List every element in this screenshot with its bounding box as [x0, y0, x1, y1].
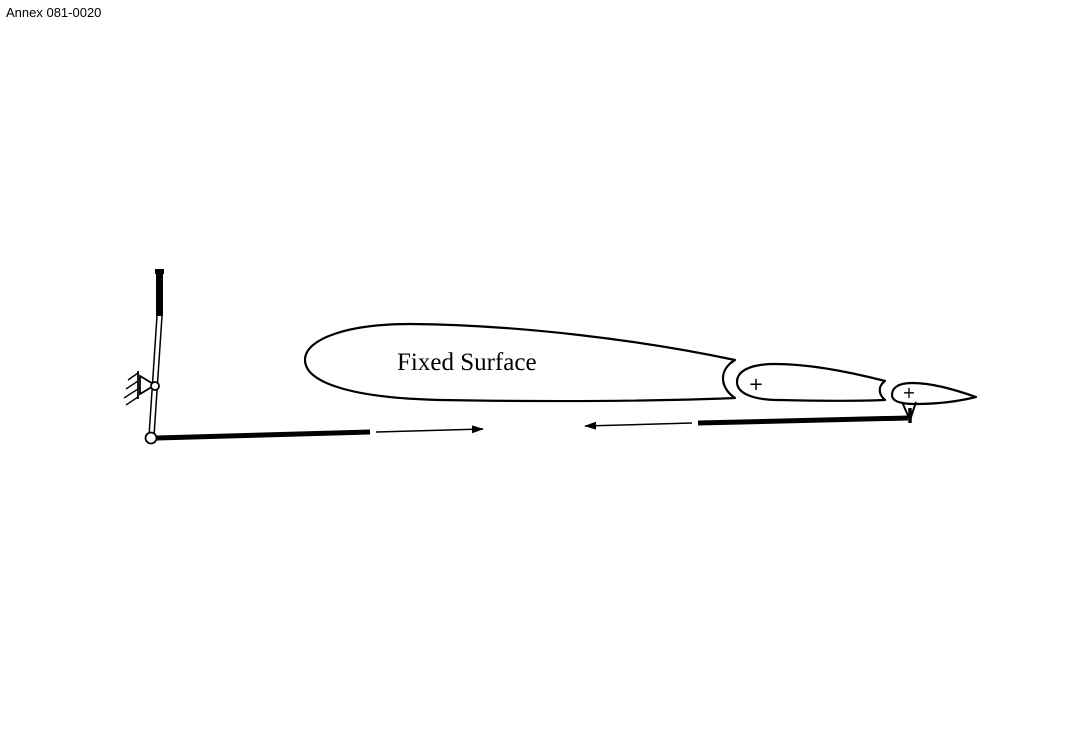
fixed-surface-label: Fixed Surface: [397, 349, 537, 376]
vane-outline: [735, 362, 887, 402]
actuator-cap: [155, 269, 164, 274]
pivot-joint: [150, 381, 160, 391]
actuator-rod-right: [153, 315, 163, 437]
right-push-rod: [697, 415, 909, 426]
annex-label: Annex 081-0020: [6, 5, 102, 20]
lower-joint: [144, 431, 158, 445]
fixed-surface-outline: [303, 322, 737, 403]
vane-hinge-marker: +: [748, 374, 763, 395]
left-push-rod: [156, 429, 371, 441]
actuator-rod-left: [148, 315, 158, 437]
rear-flap-hinge-marker: +: [902, 383, 915, 402]
left-direction-arrow: [584, 421, 693, 430]
actuator-top-block: [156, 272, 163, 316]
pivot-triangle: [139, 374, 157, 396]
rear-flap-outline: [890, 381, 978, 406]
ground-hatching: [123, 372, 139, 406]
right-direction-arrow: [375, 425, 484, 434]
